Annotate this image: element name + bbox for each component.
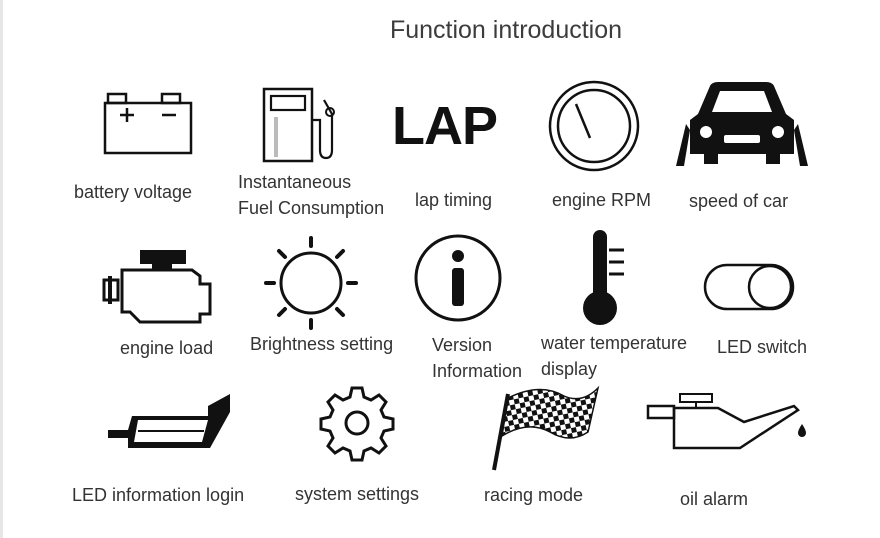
feature-label-led-login: LED information login	[72, 485, 245, 505]
page-title: Function introduction	[389, 16, 623, 44]
feature-label-load: engine load	[120, 338, 214, 358]
feature-label-fuel-line1: Instantaneous	[238, 172, 352, 192]
feature-label-lap: lap timing	[415, 190, 493, 210]
feature-label-water-line1: water temperature	[541, 333, 688, 353]
thermometer-icon	[583, 230, 624, 325]
feature-label-system: system settings	[295, 484, 420, 504]
battery-icon	[103, 92, 193, 155]
feature-label-version-line1: Version	[432, 335, 493, 355]
feature-label-speed: speed of car	[689, 191, 789, 211]
fuel-pump-icon	[262, 87, 335, 163]
feature-label-racing: racing mode	[484, 485, 584, 505]
feature-label-brightness: Brightness setting	[250, 334, 394, 354]
page-edge	[0, 0, 3, 538]
car-icon	[676, 82, 808, 166]
lap-icon: LAP	[392, 96, 498, 156]
info-icon	[414, 234, 502, 322]
feature-label-fuel-line2: Fuel Consumption	[238, 198, 385, 218]
oil-can-icon	[646, 393, 806, 450]
led-display-icon	[108, 394, 230, 448]
toggle-switch-icon	[703, 263, 795, 311]
feature-label-rpm: engine RPM	[552, 190, 652, 210]
feature-label-water-line2: display	[541, 359, 598, 379]
feature-label-version-line2: Information	[432, 361, 523, 381]
engine-icon	[102, 250, 212, 324]
checkered-flag-icon	[492, 385, 600, 471]
feature-label-led-switch: LED switch	[717, 337, 808, 357]
sun-icon	[264, 236, 358, 330]
gauge-icon	[548, 80, 640, 172]
feature-label-oil: oil alarm	[680, 489, 749, 509]
feature-label-battery: battery voltage	[74, 182, 193, 202]
gear-icon	[319, 386, 395, 462]
